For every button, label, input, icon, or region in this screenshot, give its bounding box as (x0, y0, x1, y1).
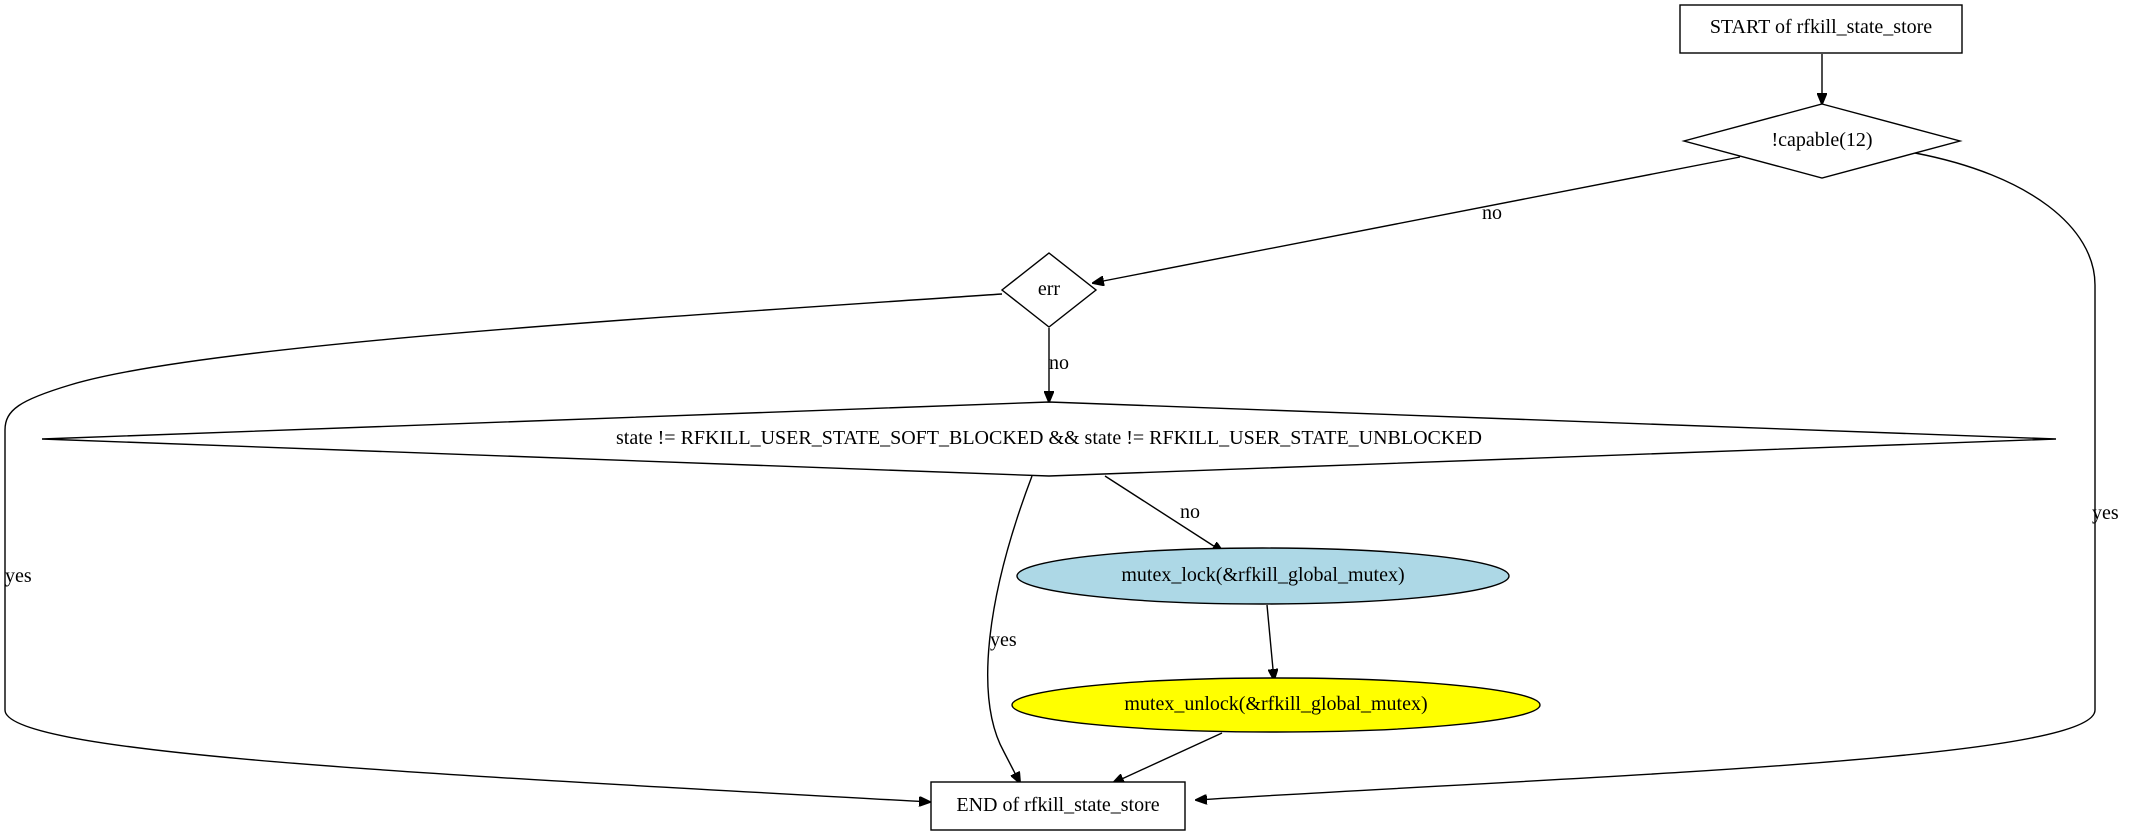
edge-capable-to-end (1196, 152, 2096, 800)
mutex-unlock-ellipse (1011, 677, 1541, 733)
node-mutex-unlock: mutex_unlock(&rfkill_global_mutex) (1011, 677, 1541, 733)
node-capable-label: !capable(12) (1771, 129, 1872, 151)
edge-label-capable-yes: yes (2092, 502, 2119, 524)
edge-state-check-to-mutex-lock (1104, 475, 1223, 552)
edge-state-check-to-end (987, 475, 1033, 783)
node-end: END of rfkill_state_store (930, 781, 1186, 831)
node-start-label: START of rfkill_state_store (1710, 16, 1932, 38)
node-err-label: err (1038, 278, 1061, 300)
edge-label-state-no: no (1180, 501, 1200, 523)
edge-label-err-no: no (1049, 352, 1069, 374)
node-err-decision: err (1000, 252, 1098, 328)
node-end-label: END of rfkill_state_store (956, 794, 1159, 816)
node-start: START of rfkill_state_store (1679, 4, 1963, 54)
edge-label-capable-no: no (1482, 202, 1502, 224)
edge-label-err-yes: yes (5, 565, 32, 587)
edge-label-state-yes: yes (990, 629, 1017, 651)
node-state-check-decision: state != RFKILL_USER_STATE_SOFT_BLOCKED … (41, 401, 2057, 477)
node-state-check-label: state != RFKILL_USER_STATE_SOFT_BLOCKED … (616, 427, 1482, 449)
edge-mutex-lock-to-mutex-unlock (1266, 604, 1274, 680)
mutex-lock-ellipse (1016, 547, 1510, 605)
node-mutex-lock: mutex_lock(&rfkill_global_mutex) (1016, 547, 1510, 605)
node-capable-decision: !capable(12) (1681, 103, 1963, 179)
edge-capable-to-err (1093, 156, 1741, 283)
node-mutex-lock-label: mutex_lock(&rfkill_global_mutex) (1121, 564, 1404, 586)
edge-mutex-unlock-to-end (1113, 732, 1223, 783)
node-mutex-unlock-label: mutex_unlock(&rfkill_global_mutex) (1124, 693, 1427, 715)
edge-err-to-end (4, 293, 1003, 802)
